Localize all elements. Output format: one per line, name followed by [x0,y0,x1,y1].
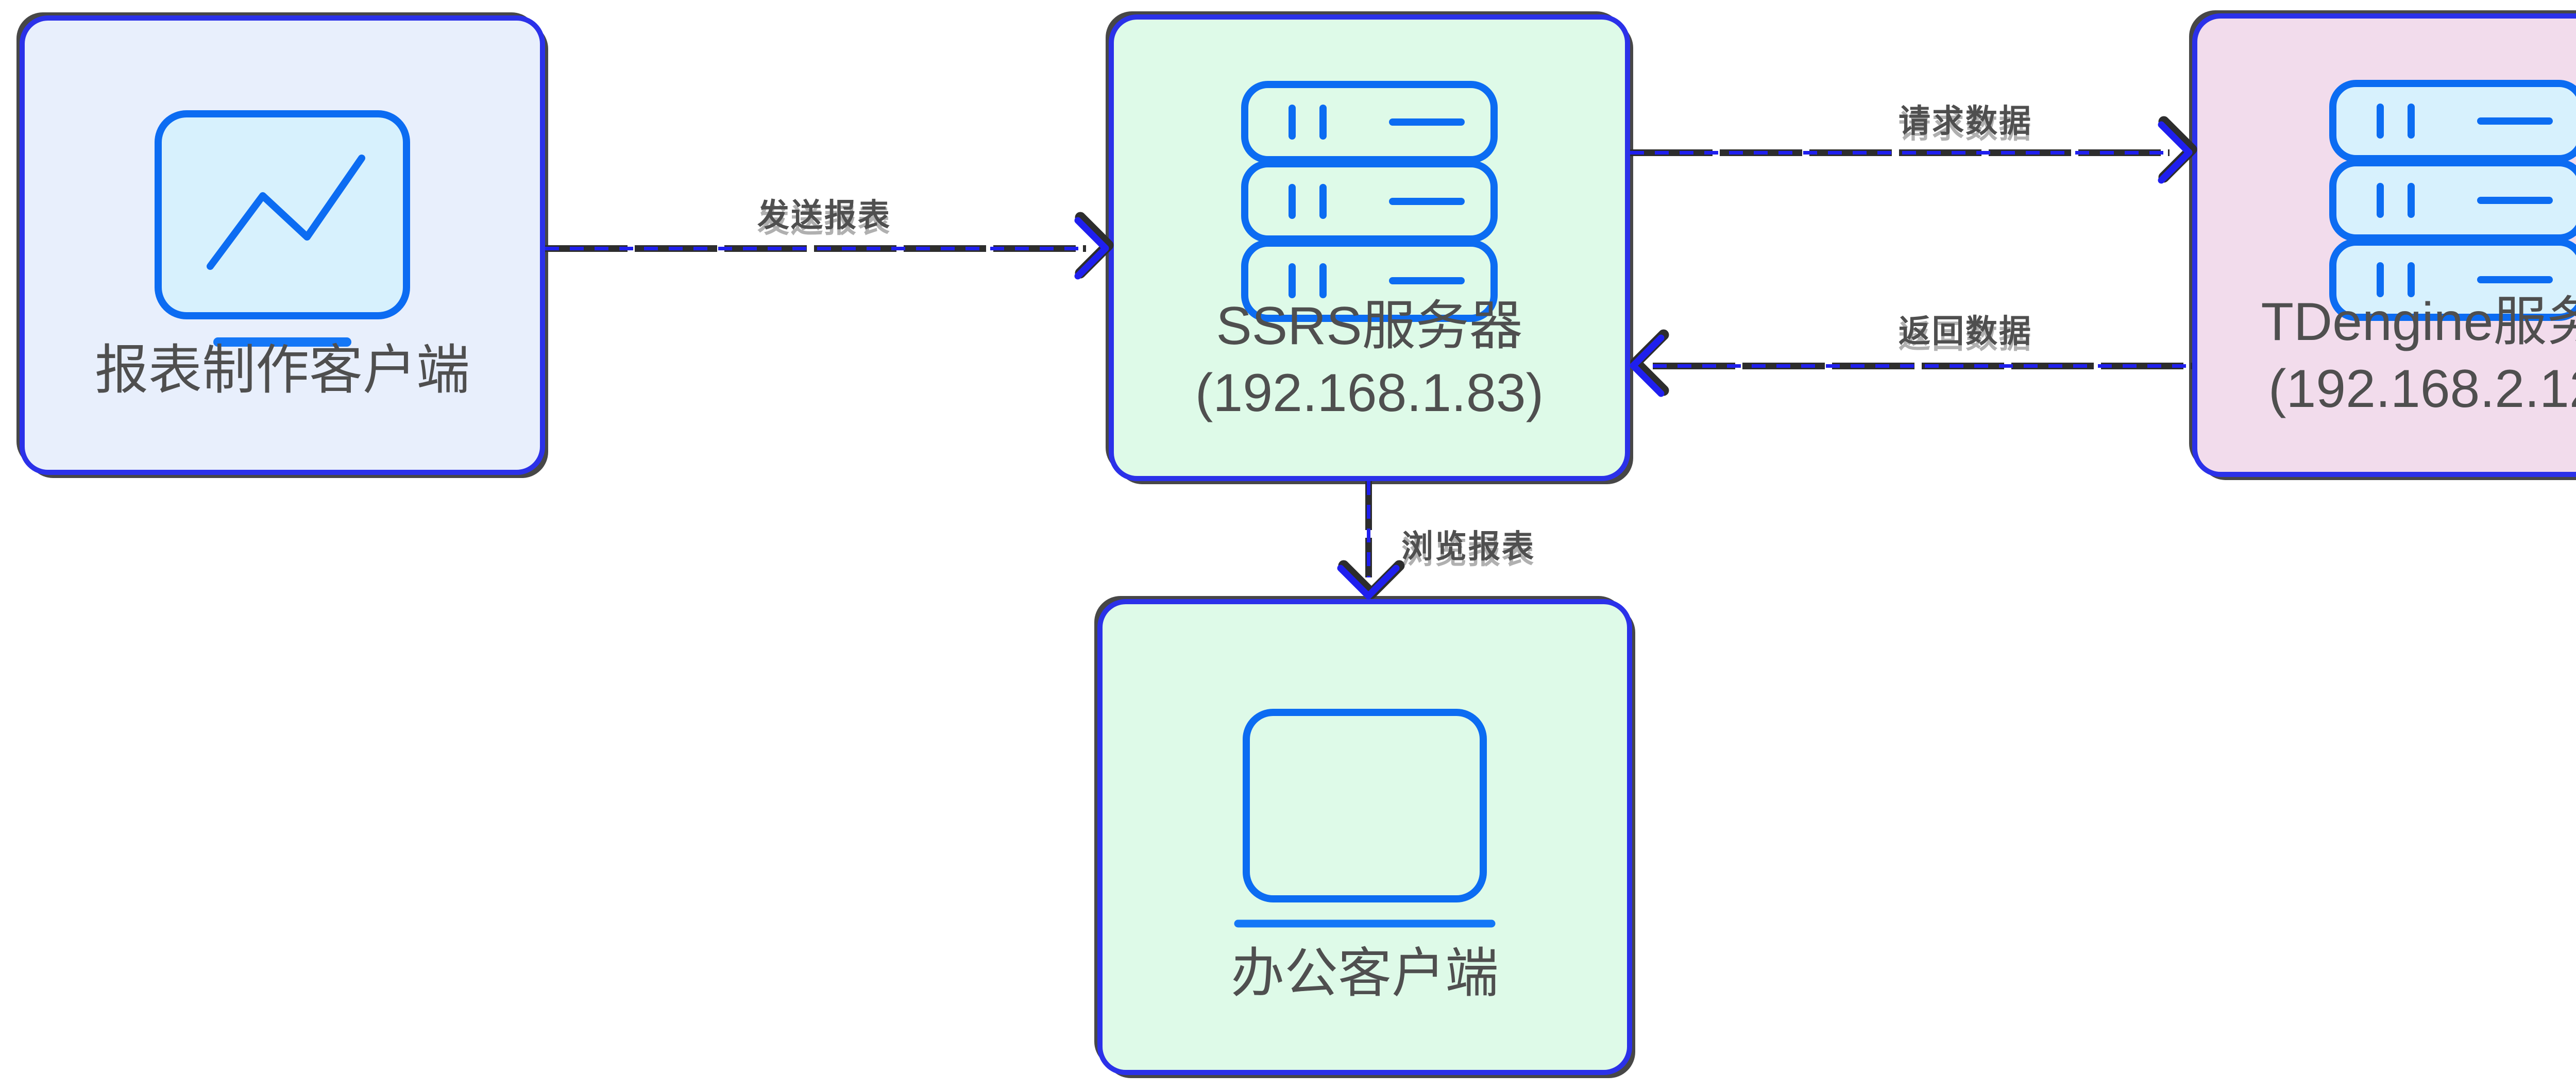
edge-line-dashed [1653,364,2192,368]
node-ssrs-server: SSRS服务器 (192.168.1.83) [1109,14,1630,481]
edge-browse-report [1335,481,1405,600]
chart-monitor-icon [154,109,411,354]
node-report-client-label: 报表制作客户端 [94,340,470,400]
node-office-client-label: 办公客户端 [1230,944,1499,1003]
edge-request-data [1630,116,2197,185]
node-office-client: 办公客户端 [1097,599,1632,1075]
edge-label-request-data: 请求数据 [1898,104,2032,139]
node-tdengine-server-title: TDengine服务器 [2261,292,2576,352]
laptop-icon [1231,707,1499,936]
node-tdengine-server: TDengine服务器 (192.168.2.124) [2192,13,2576,477]
arrowhead-right-icon [2158,116,2197,184]
edge-line-dashed [1630,151,2170,155]
edge-send-report [545,212,1114,281]
edge-label-return-data: 返回数据 [1898,314,2032,349]
server-stack-icon [1241,80,1498,325]
node-ssrs-server-title: SSRS服务器 [1216,296,1523,356]
edge-label-send-report: 发送报表 [757,198,891,233]
server-stack-icon [2329,79,2576,324]
node-tdengine-server-label: TDengine服务器 (192.168.2.124) [2197,288,2576,422]
edge-label-browse-report: 浏览报表 [1401,529,1536,565]
node-ssrs-server-ip: (192.168.1.83) [1195,363,1544,423]
edge-line-dashed [545,247,1086,250]
node-report-client: 报表制作客户端 [20,15,545,475]
arrowhead-left-icon [1630,329,1669,397]
arrowhead-right-icon [1074,212,1114,280]
edge-line-dashed [1367,481,1370,577]
arrowhead-down-icon [1337,560,1405,600]
node-ssrs-server-label: SSRS服务器 (192.168.1.83) [1114,293,1625,427]
edge-return-data [1630,329,2192,399]
node-tdengine-server-ip: (192.168.2.124) [2268,359,2576,419]
